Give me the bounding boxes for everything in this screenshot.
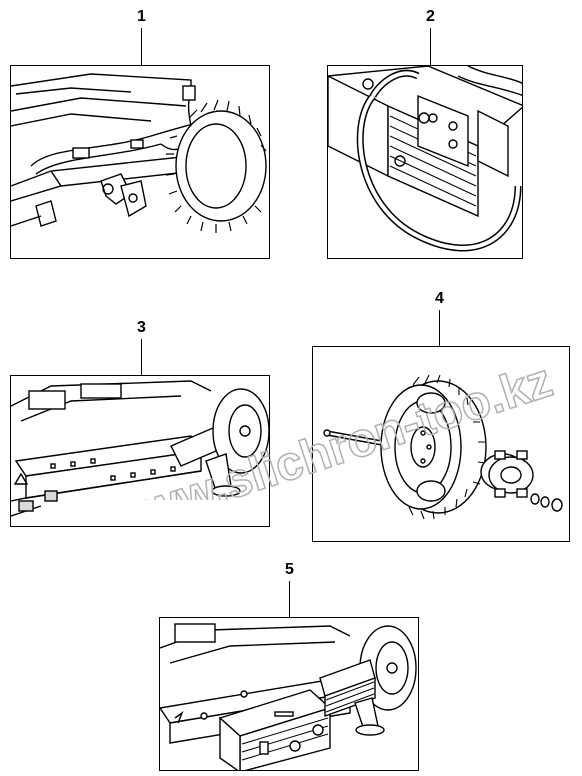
step-5-leader [289,581,290,618]
step-3-illustration [11,380,269,517]
step-4-number: 4 [435,290,444,307]
step-2-number: 2 [426,8,435,25]
step-5-number: 5 [285,561,294,578]
step-1-panel [10,65,270,259]
step-1-leader [141,28,142,66]
step-4-leader [439,310,440,347]
step-5-panel [159,617,419,771]
step-3-number: 3 [137,319,146,336]
step-2-illustration [328,66,522,252]
step-2-panel [327,65,523,259]
step-2-leader [430,28,431,66]
step-4-panel [312,346,570,542]
step-3-leader [141,339,142,376]
step-3-panel [10,375,270,527]
step-5-illustration [160,623,417,770]
step-1-illustration [11,73,267,233]
step-4-illustration [323,374,563,520]
step-1-number: 1 [137,8,146,25]
